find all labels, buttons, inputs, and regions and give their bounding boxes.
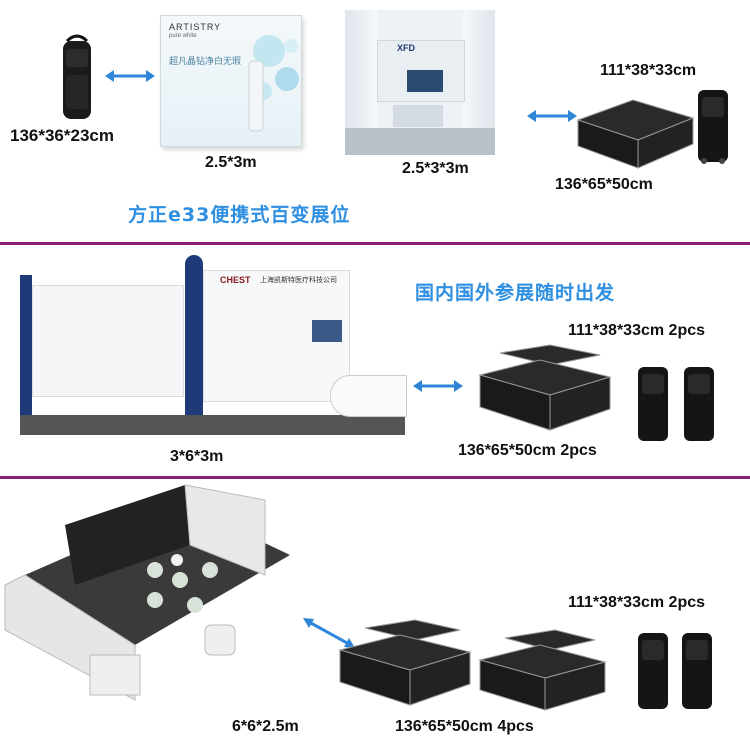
booth-small: XFD — [345, 10, 495, 155]
section-divider — [0, 242, 750, 245]
trolley-dimensions-1: 111*38*33cm — [600, 62, 697, 79]
double-arrow-icon — [303, 618, 355, 648]
trolley-dimensions-2: 111*38*33cm 2pcs — [568, 322, 706, 339]
case-dimensions-3: 136*65*50cm 4pcs — [395, 718, 534, 735]
soft-carry-bag — [63, 34, 91, 119]
double-arrow-icon — [105, 70, 155, 82]
backdrop-size: 2.5*3m — [205, 154, 257, 171]
booth-medium-size: 3*6*3m — [170, 448, 224, 465]
section-divider — [0, 476, 750, 479]
booth-large-size: 6*6*2.5m — [232, 718, 299, 735]
trolley-case — [638, 367, 668, 441]
backdrop-brand: ARTISTRY — [169, 22, 222, 32]
section1-title: 方正e33便携式百变展位 — [128, 204, 351, 226]
booth-large — [4, 484, 290, 701]
double-arrow-icon — [413, 380, 463, 392]
product-bubbles-graphic — [248, 35, 299, 132]
flight-case — [576, 99, 695, 169]
flight-case-stack — [338, 619, 472, 706]
section2-title: 国内国外参展随时出发 — [415, 282, 616, 304]
flight-case-stack — [478, 629, 607, 711]
bag-dimensions: 136*36*23cm — [10, 126, 114, 145]
trolley-case — [682, 633, 712, 709]
trolley-dimensions-3: 111*38*33cm 2pcs — [568, 594, 706, 611]
booth-medium-company: 上海凯斯特医疗科技公司 — [260, 276, 337, 284]
booth-medium: CHEST 上海凯斯特医疗科技公司 — [20, 255, 407, 435]
trolley-case — [638, 633, 668, 709]
backdrop-subtitle: pure white — [169, 33, 197, 39]
backdrop-banner: ARTISTRY pure white 超凡晶钻净白无瑕 — [160, 15, 302, 147]
double-arrow-icon — [527, 110, 577, 122]
trolley-case — [684, 367, 714, 441]
case-dimensions-1: 136*65*50cm — [555, 176, 653, 193]
booth-brand: XFD — [397, 43, 415, 53]
booth-medium-brand: CHEST — [220, 275, 251, 285]
booth-small-size: 2.5*3*3m — [402, 160, 469, 177]
case-dimensions-2: 136*65*50cm 2pcs — [458, 442, 597, 459]
backdrop-slogan: 超凡晶钻净白无瑕 — [169, 57, 242, 67]
flight-case-stack — [478, 344, 612, 431]
trolley-case — [698, 90, 728, 164]
